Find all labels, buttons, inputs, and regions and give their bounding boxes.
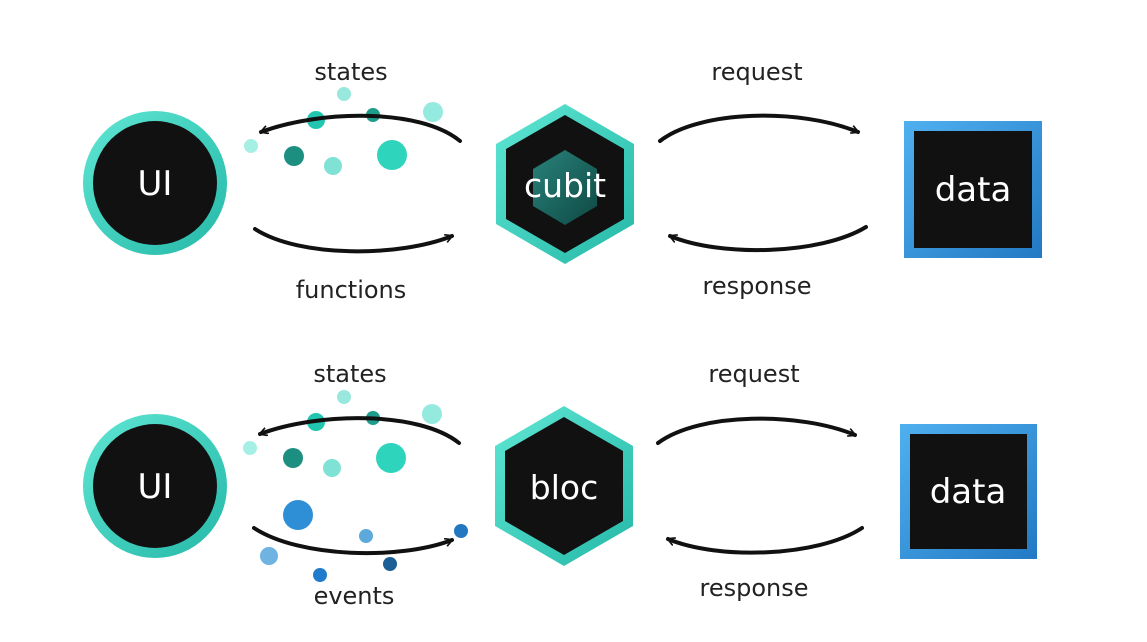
response-arrow: [666, 526, 864, 555]
ui-node: UI: [83, 414, 227, 558]
ui-node-label: UI: [138, 467, 173, 507]
bloc-diagram: UI states events: [83, 360, 1037, 610]
functions-arrow: [253, 227, 454, 254]
data-node-label: data: [935, 170, 1012, 210]
state-bubbles: [243, 390, 442, 477]
ui-node: UI: [83, 111, 227, 255]
states-arrow: [259, 113, 462, 143]
state-bubbles: [244, 87, 443, 175]
data-node: data: [900, 424, 1037, 559]
response-label: response: [699, 574, 808, 602]
ui-node-label: UI: [138, 164, 173, 204]
events-label: events: [314, 582, 395, 610]
bloc-node-label: bloc: [530, 468, 598, 507]
states-arrow: [258, 416, 461, 445]
states-label: states: [314, 58, 387, 86]
event-bubbles: [260, 500, 468, 582]
request-arrow: [658, 113, 860, 143]
request-arrow: [656, 416, 857, 445]
request-label: request: [711, 58, 802, 86]
response-label: response: [702, 272, 811, 300]
request-label: request: [708, 360, 799, 388]
data-node: data: [904, 121, 1042, 258]
bloc-node: bloc: [495, 406, 633, 566]
functions-label: functions: [296, 276, 407, 304]
cubit-diagram: UI states functions cubit request: [83, 58, 1042, 304]
cubit-node-label: cubit: [524, 166, 606, 205]
events-arrow: [252, 526, 454, 556]
states-label: states: [313, 360, 386, 388]
response-arrow: [668, 225, 868, 253]
data-node-label: data: [930, 472, 1007, 512]
cubit-node: cubit: [496, 104, 634, 264]
